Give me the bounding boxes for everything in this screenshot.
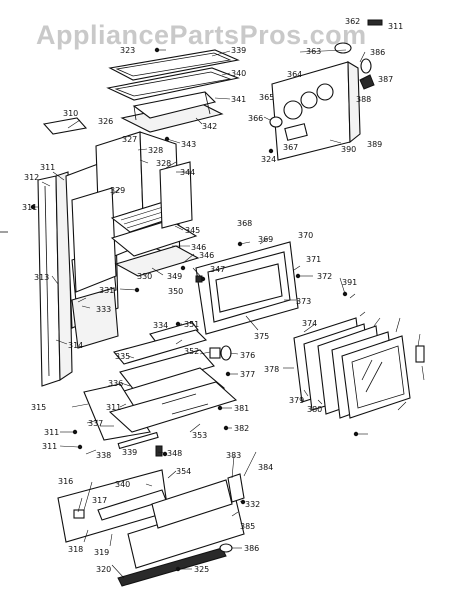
callout-311: 311 <box>22 203 37 212</box>
callout-370: 379 <box>289 396 304 405</box>
callout-381: 389 <box>367 140 382 149</box>
callout-346: 347 <box>210 265 225 274</box>
callout-351: 353 <box>192 431 207 440</box>
callout-324: 328 <box>148 146 163 155</box>
callout-362: 371 <box>306 255 321 264</box>
broiler-drawer-assembly <box>83 321 238 457</box>
callout-360: 369 <box>258 235 273 244</box>
callout-366: 375 <box>254 332 269 341</box>
callout-352: 354 <box>176 467 191 476</box>
callout-315: 315 <box>31 403 46 412</box>
callout-319: 319 <box>94 548 109 557</box>
callout-332: 336 <box>108 379 123 388</box>
callout-363: 372 <box>317 272 332 281</box>
callout-357: 366 <box>248 114 263 123</box>
oven-door-lower <box>293 317 425 419</box>
callout-350: 352 <box>184 347 199 356</box>
callout-379: 387 <box>378 75 393 84</box>
callout-311: 311 <box>44 428 59 437</box>
callout-325: 328 <box>156 159 171 168</box>
callout-347: 349 <box>167 272 182 281</box>
callout-365: 374 <box>302 319 317 328</box>
callout-322: 326 <box>98 117 113 126</box>
callout-321: 325 <box>194 565 209 574</box>
callout-358: 367 <box>283 143 298 152</box>
callout-317: 317 <box>92 496 107 505</box>
callout-342: 344 <box>180 168 195 177</box>
callout-359: 368 <box>237 219 252 228</box>
callout-330: 334 <box>153 321 168 330</box>
leader-lines <box>34 49 425 579</box>
oven-door-upper <box>195 241 299 335</box>
callout-374: 383 <box>226 451 241 460</box>
callout-310: 310 <box>63 109 78 118</box>
callout-344: 346 <box>191 243 206 252</box>
callout-311: 311 <box>106 403 121 412</box>
callout-371: 380 <box>307 405 322 414</box>
callout-340: 342 <box>202 122 217 131</box>
callout-372: 381 <box>234 404 249 413</box>
callout-367: 376 <box>240 351 255 360</box>
callout-346: 348 <box>167 449 182 458</box>
callout-345: 346 <box>199 251 214 260</box>
callout-334: 338 <box>96 451 111 460</box>
callout-380: 388 <box>356 95 371 104</box>
callout-369: 378 <box>264 365 279 374</box>
callout-337: 339 <box>231 46 246 55</box>
callout-382: 390 <box>341 145 356 154</box>
callout-356: 365 <box>259 93 274 102</box>
callout-311: 311 <box>40 163 55 172</box>
callout-316: 316 <box>58 477 73 486</box>
callout-321: 323 <box>120 46 135 55</box>
callout-318: 318 <box>68 545 83 554</box>
callout-331: 335 <box>115 352 130 361</box>
callout-364: 373 <box>296 297 311 306</box>
callout-377: 386 <box>244 544 259 553</box>
callout-368: 377 <box>240 370 255 379</box>
drawer-front-assembly <box>57 469 245 587</box>
callout-378: 386 <box>370 48 385 57</box>
callout-labels: 323 339 340 341 342 343 362 311 363 386 … <box>22 17 403 574</box>
callout-341: 343 <box>181 140 196 149</box>
cooktop-frame-assembly <box>106 49 240 133</box>
callout-354: 363 <box>306 47 321 56</box>
callout-312: 312 <box>24 173 39 182</box>
callout-328: 331 <box>99 286 114 295</box>
callout-355: 364 <box>287 70 302 79</box>
callout-376: 385 <box>240 522 255 531</box>
callout-311: 311 <box>42 442 57 451</box>
callout-321: 324 <box>261 155 276 164</box>
callout-329: 333 <box>96 305 111 314</box>
watermark-text: AppliancePartsPros.com <box>36 20 367 50</box>
callout-338: 340 <box>231 69 246 78</box>
callout-349: 351 <box>184 320 199 329</box>
callout-361: 370 <box>298 231 313 240</box>
callout-323: 327 <box>122 135 137 144</box>
callout-333: 337 <box>88 419 103 428</box>
callout-339: 341 <box>231 95 246 104</box>
control-panel-assembly <box>269 19 383 161</box>
callout-348: 350 <box>168 287 183 296</box>
callout-383: 391 <box>342 278 357 287</box>
callout-353: 362 <box>345 17 360 26</box>
callout-328: 332 <box>245 500 260 509</box>
callout-326: 329 <box>110 186 125 195</box>
callout-311: 311 <box>388 22 403 31</box>
callout-320: 320 <box>96 565 111 574</box>
callout-314: 314 <box>68 341 83 350</box>
callout-327: 330 <box>137 272 152 281</box>
callout-373: 382 <box>234 424 249 433</box>
callout-335: 339 <box>122 448 137 457</box>
oven-liner-assembly <box>71 131 200 293</box>
callout-375: 384 <box>258 463 273 472</box>
callout-313: 313 <box>34 273 49 282</box>
callout-336: 340 <box>115 480 130 489</box>
callout-343: 345 <box>185 226 200 235</box>
